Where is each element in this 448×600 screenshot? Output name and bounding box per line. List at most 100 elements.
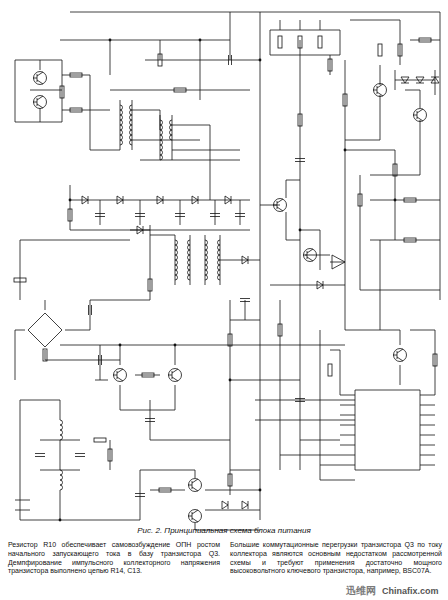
junction-dot (59, 519, 62, 522)
component-symbol (401, 77, 409, 83)
component-symbol (175, 260, 178, 280)
component-symbol (317, 281, 323, 289)
component-symbol (158, 54, 162, 66)
wire (70, 12, 440, 520)
component-symbol (170, 120, 173, 140)
component-symbol (60, 470, 63, 490)
component-symbol (70, 108, 82, 112)
component-symbol (188, 240, 191, 260)
component-symbol (14, 278, 26, 282)
wire (345, 150, 440, 330)
component-symbol (148, 279, 152, 291)
component-symbol (130, 125, 133, 145)
component-symbol (235, 214, 245, 217)
junction-dot (109, 39, 112, 42)
component-symbol (205, 240, 208, 260)
component-symbol (43, 349, 47, 361)
component-symbol (228, 334, 232, 346)
component-symbol (160, 140, 163, 160)
component-symbol (278, 36, 282, 48)
component-symbol (295, 399, 305, 402)
component-symbol (145, 419, 155, 422)
component-symbol (160, 120, 163, 140)
component-symbol (413, 109, 427, 122)
component-symbol (95, 214, 105, 217)
component-symbol (229, 55, 232, 65)
component-symbol (120, 125, 123, 145)
watermark: Chinafix.com (382, 586, 439, 597)
component-symbol (113, 369, 127, 382)
component-symbol (99, 355, 102, 365)
component-symbol (332, 255, 345, 269)
component-symbol (228, 474, 232, 486)
component-symbol (210, 214, 220, 217)
components (14, 36, 439, 523)
component-symbol (94, 438, 106, 442)
component-symbol (242, 256, 248, 264)
component-symbol (419, 38, 431, 42)
component-symbol (89, 305, 92, 315)
wire (15, 60, 90, 122)
component-symbol (33, 96, 47, 109)
component-symbol (431, 77, 439, 83)
component-symbol (174, 88, 186, 92)
component-symbol (135, 494, 145, 497)
figure-caption: Рис. 2. Принципиальная схема блока питан… (0, 526, 448, 536)
component-symbol (373, 84, 387, 97)
component-symbol (70, 73, 82, 77)
component-symbol (35, 454, 45, 457)
junction-dot (259, 59, 262, 62)
wire (340, 395, 435, 465)
component-symbol (318, 36, 322, 48)
component-symbol (303, 249, 317, 262)
component-symbol (75, 454, 85, 457)
component-symbol (188, 510, 202, 523)
component-symbol (298, 114, 302, 126)
component-symbol (135, 214, 145, 217)
component-symbol (278, 324, 282, 336)
component-symbol (328, 364, 332, 376)
junction-dot (69, 199, 72, 202)
component-symbol (416, 77, 424, 83)
wire (140, 115, 240, 200)
wire (260, 180, 345, 285)
component-symbol (175, 214, 185, 217)
junction-dot (259, 489, 262, 492)
component-symbol (188, 479, 202, 492)
wire (130, 225, 260, 300)
component-symbol (142, 373, 154, 377)
component-symbol (433, 354, 437, 366)
component-symbol (218, 240, 221, 260)
component-symbol (295, 159, 305, 162)
component-symbol (222, 501, 228, 509)
junctions (59, 39, 397, 522)
wire (28, 313, 62, 347)
component-symbol (159, 488, 171, 492)
wire (90, 75, 200, 150)
wire (355, 390, 420, 470)
wire (140, 470, 260, 530)
wires (15, 12, 440, 530)
component-symbol (398, 44, 402, 56)
wire (15, 240, 150, 380)
component-symbol (205, 260, 208, 280)
wire (270, 20, 440, 85)
wire (15, 400, 140, 520)
component-symbol (117, 196, 123, 204)
wire (70, 185, 250, 230)
junction-dot (199, 39, 202, 42)
wire (345, 70, 440, 290)
junction-dot (229, 379, 232, 382)
component-symbol (82, 196, 88, 204)
component-symbol (68, 209, 72, 221)
component-symbol (168, 369, 182, 382)
body-text: Большие коммутационные перегрузки транзи… (230, 541, 442, 576)
component-symbol (175, 240, 178, 260)
wire (150, 300, 355, 480)
component-symbol (298, 36, 302, 48)
component-symbol (378, 44, 382, 56)
component-symbol (108, 449, 112, 461)
component-symbol (157, 196, 163, 204)
